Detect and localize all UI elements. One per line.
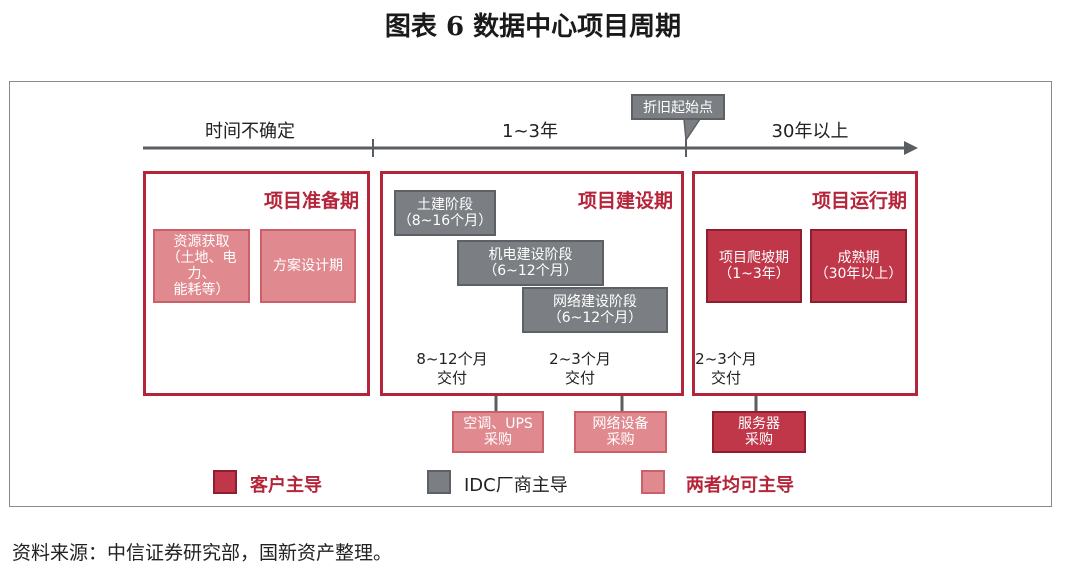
legend-label-idc: IDC厂商主导 [464, 475, 568, 496]
phase-construction-title: 项目建设期 [577, 190, 673, 212]
delivery-label-server: 2~3个月 交付 [695, 350, 757, 387]
prep-resource-acquisition-box: 资源获取 （土地、电力、 能耗等） [153, 229, 250, 303]
timeline-segment-uncertain: 时间不确定 [205, 121, 295, 142]
ops-ramp-up-box: 项目爬坡期 （1~3年） [706, 229, 802, 303]
delivery-label-network: 2~3个月 交付 [549, 350, 611, 387]
source-note: 资料来源：中信证券研究部，国新资产整理。 [12, 542, 393, 564]
timeline-arrowhead [904, 141, 918, 155]
page-title: 图表 6 数据中心项目周期 [384, 12, 682, 42]
procure-server-box: 服务器 采购 [712, 411, 806, 453]
stage-mep-box: 机电建设阶段 （6~12个月） [457, 240, 604, 286]
procure-network-box: 网络设备 采购 [574, 411, 667, 453]
legend-swatch-customer [213, 470, 237, 494]
stage-network-box: 网络建设阶段 （6~12个月） [522, 287, 668, 333]
prep-design-box: 方案设计期 [260, 229, 356, 303]
legend-label-both: 两者均可主导 [686, 475, 794, 496]
legend-swatch-idc [427, 470, 451, 494]
legend-swatch-both [641, 470, 665, 494]
stage-civil-box: 土建阶段 （8~16个月） [394, 190, 496, 236]
diagram-frame [9, 81, 1052, 507]
phase-preparation-title: 项目准备期 [263, 190, 359, 212]
procure-ac-ups-box: 空调、UPS 采购 [452, 411, 544, 453]
legend-label-customer: 客户主导 [250, 475, 322, 496]
depreciation-start-callout: 折旧起始点 [631, 94, 725, 120]
timeline-segment-30y: 30年以上 [771, 121, 849, 142]
ops-mature-box: 成熟期 （30年以上） [810, 229, 907, 303]
callout-pointer [683, 118, 702, 143]
delivery-label-ac-ups: 8~12个月 交付 [416, 350, 488, 387]
phase-operation-title: 项目运行期 [811, 190, 907, 212]
timeline-segment-1-3y: 1~3年 [502, 121, 558, 142]
